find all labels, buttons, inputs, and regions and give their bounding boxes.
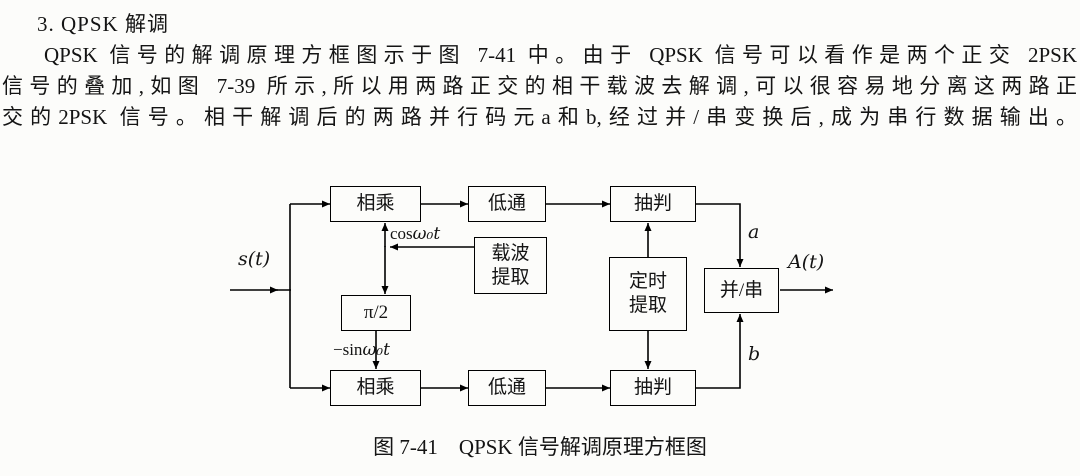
label-sin-carrier: −sinω₀t — [333, 340, 390, 360]
box-sampler-bottom: 抽判 — [610, 370, 696, 406]
label-output-signal: A(t) — [788, 251, 825, 273]
paragraph: QPSK 信号的解调原理方框图示于图 7-41 中。由于 QPSK 信号可以看作… — [2, 40, 1077, 133]
box-lowpass-bottom: 低通 — [468, 370, 546, 406]
box-carrier-extraction: 载波 提取 — [474, 237, 547, 294]
box-pi-half-shifter: π/2 — [341, 295, 411, 331]
label-branch-a: a — [748, 221, 760, 243]
figure-caption: 图 7-41 QPSK 信号解调原理方框图 — [373, 435, 707, 459]
box-parallel-to-serial: 并/串 — [704, 268, 779, 313]
box-lowpass-top: 低通 — [468, 186, 546, 222]
label-input-signal: s(t) — [238, 248, 271, 270]
label-cos-carrier: cosω₀t — [390, 224, 440, 244]
section-heading: 3. QPSK 解调 — [37, 12, 169, 36]
paragraph-line: 交的2PSK 信号。相干解调后的两路并行码元a和b,经过并/串变换后,成为串行数… — [2, 105, 1077, 129]
label-branch-b: b — [748, 343, 761, 365]
paragraph-line: 信号的叠加,如图 7-39 所示,所以用两路正交的相干载波去解调,可以很容易地分… — [2, 74, 1077, 98]
box-timing-extraction: 定时 提取 — [609, 257, 687, 331]
label-cos-var: ω₀t — [412, 224, 441, 244]
box-multiply-bottom: 相乘 — [330, 370, 421, 406]
label-sin-var: ω₀t — [362, 340, 390, 360]
label-cos-fn: cos — [390, 224, 413, 243]
box-sampler-top: 抽判 — [610, 186, 696, 222]
paragraph-line: QPSK 信号的解调原理方框图示于图 7-41 中。由于 QPSK 信号可以看作… — [44, 43, 1077, 67]
box-multiply-top: 相乘 — [330, 186, 421, 222]
label-sin-fn: −sin — [333, 340, 363, 359]
